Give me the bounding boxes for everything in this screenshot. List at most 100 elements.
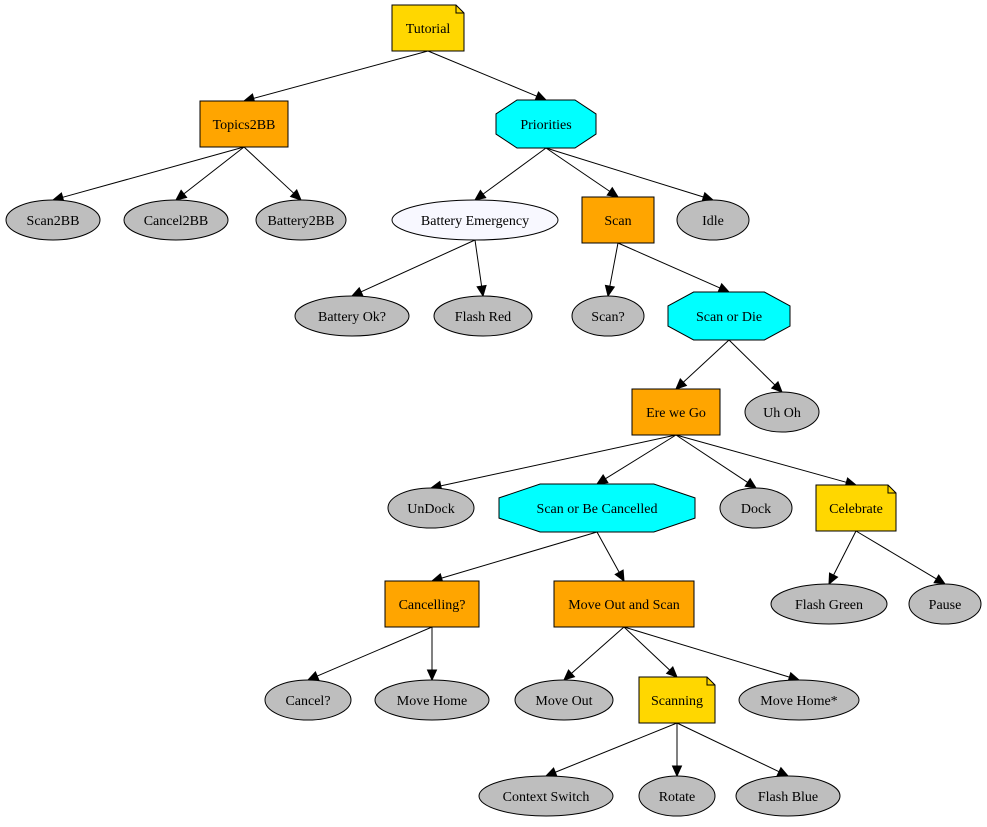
node-label: Move Home* <box>760 694 837 709</box>
node-idle[interactable]: Idle <box>676 199 750 241</box>
edge-arrowhead <box>614 569 625 583</box>
edge-ere-we-go-to-undock <box>429 434 677 491</box>
sequence-box <box>199 100 289 148</box>
edge-arrowhead <box>717 282 731 293</box>
edge-line <box>62 146 245 198</box>
edge-arrowhead <box>744 477 758 489</box>
node-label: Flash Red <box>455 310 511 325</box>
node-move-out[interactable]: Move Out <box>514 679 614 721</box>
node-battery-ok[interactable]: Battery Ok? <box>294 295 410 337</box>
node-topics2bb[interactable]: Topics2BB <box>199 100 289 148</box>
node-label: Cancelling? <box>399 598 466 613</box>
behaviour-ellipse <box>391 199 559 241</box>
edge-arrowhead <box>933 574 947 585</box>
node-label: Idle <box>702 214 724 229</box>
edge-line <box>675 434 748 483</box>
node-flash-red[interactable]: Flash Red <box>433 295 533 337</box>
edge-arrowhead <box>350 286 364 297</box>
edge-arrowhead <box>595 473 609 485</box>
behaviour-ellipse <box>374 679 490 721</box>
node-tutorial[interactable]: Tutorial <box>391 4 465 52</box>
node-dock[interactable]: Dock <box>719 487 793 529</box>
behaviour-ellipse <box>719 487 793 529</box>
node-rotate[interactable]: Rotate <box>638 775 716 817</box>
node-scan-check[interactable]: Scan? <box>571 295 645 337</box>
parallel-note <box>391 4 465 52</box>
behaviour-ellipse <box>738 679 860 721</box>
node-scan-or-be-cancelled[interactable]: Scan or Be Cancelled <box>498 483 696 533</box>
edge-line <box>243 146 295 194</box>
edge-arrowhead <box>770 380 783 393</box>
edge-battery-emergency-to-battery-ok <box>350 239 476 297</box>
node-scanning[interactable]: Scanning <box>638 676 716 724</box>
edge-move-out-and-scan-to-move-home-star <box>623 626 801 683</box>
edge-ere-we-go-to-dock <box>675 434 758 489</box>
node-cancel2bb[interactable]: Cancel2BB <box>123 199 229 241</box>
edge-line <box>596 531 620 573</box>
sequence-box <box>384 580 480 628</box>
edge-scanning-to-rotate <box>671 723 683 778</box>
behaviour-ellipse <box>264 679 352 721</box>
node-pause[interactable]: Pause <box>908 583 982 625</box>
edge-line <box>316 626 433 677</box>
edge-line <box>545 147 611 192</box>
edge-line <box>474 239 483 287</box>
node-label: Celebrate <box>829 502 883 517</box>
node-label: Cancel? <box>285 694 330 709</box>
node-label: Move Out <box>535 694 592 709</box>
node-priorities[interactable]: Priorities <box>495 99 597 149</box>
edge-line <box>833 530 857 576</box>
edge-arrowhead <box>604 284 616 298</box>
node-flash-blue[interactable]: Flash Blue <box>735 775 841 817</box>
edge-line <box>440 434 677 487</box>
parallel-note <box>815 484 897 532</box>
selector-octagon <box>495 99 597 149</box>
node-ere-we-go[interactable]: Ere we Go <box>631 388 721 436</box>
node-uh-oh[interactable]: Uh Oh <box>744 391 820 433</box>
node-flash-green[interactable]: Flash Green <box>770 583 888 625</box>
sequence-box <box>631 388 721 436</box>
node-battery-emergency[interactable]: Battery Emergency <box>391 199 559 241</box>
node-label: Scanning <box>651 694 703 709</box>
node-label: Battery2BB <box>268 214 335 229</box>
edge-arrowhead <box>175 189 188 201</box>
behaviour-ellipse <box>5 199 101 241</box>
node-move-out-and-scan[interactable]: Move Out and Scan <box>553 580 695 628</box>
edge-line <box>571 626 625 674</box>
behaviour-ellipse <box>433 295 533 337</box>
node-label: Tutorial <box>406 22 451 37</box>
edge-arrowhead <box>426 669 438 682</box>
behaviour-ellipse <box>638 775 716 817</box>
behaviour-ellipse <box>387 487 475 529</box>
behaviour-ellipse <box>478 775 614 817</box>
node-scan-or-die[interactable]: Scan or Die <box>667 291 791 341</box>
behaviour-ellipse <box>744 391 820 433</box>
node-label: Move Out and Scan <box>568 598 680 613</box>
node-celebrate[interactable]: Celebrate <box>815 484 897 532</box>
edge-line <box>855 530 937 580</box>
behaviour-ellipse <box>571 295 645 337</box>
node-label: Dock <box>741 502 771 517</box>
node-move-home-star[interactable]: Move Home* <box>738 679 860 721</box>
node-label: Battery Emergency <box>421 214 529 229</box>
edge-arrowhead <box>289 188 302 201</box>
node-undock[interactable]: UnDock <box>387 487 475 529</box>
node-label: Battery Ok? <box>318 310 386 325</box>
edge-arrowhead <box>534 91 548 101</box>
node-context-switch[interactable]: Context Switch <box>478 775 614 817</box>
sequence-box <box>581 196 655 244</box>
node-cancelling[interactable]: Cancelling? <box>384 580 480 628</box>
node-move-home[interactable]: Move Home <box>374 679 490 721</box>
node-cancel-check[interactable]: Cancel? <box>264 679 352 721</box>
node-scan2bb[interactable]: Scan2BB <box>5 199 101 241</box>
edge-ere-we-go-to-celebrate <box>675 434 858 488</box>
edge-priorities-to-idle <box>545 147 715 202</box>
edge-celebrate-to-flash-green <box>828 530 857 586</box>
edge-scan-to-scan-or-die <box>617 242 731 293</box>
node-battery2bb[interactable]: Battery2BB <box>255 199 347 241</box>
node-label: Context Switch <box>503 790 590 805</box>
edge-line <box>427 50 537 97</box>
node-scan[interactable]: Scan <box>581 196 655 244</box>
